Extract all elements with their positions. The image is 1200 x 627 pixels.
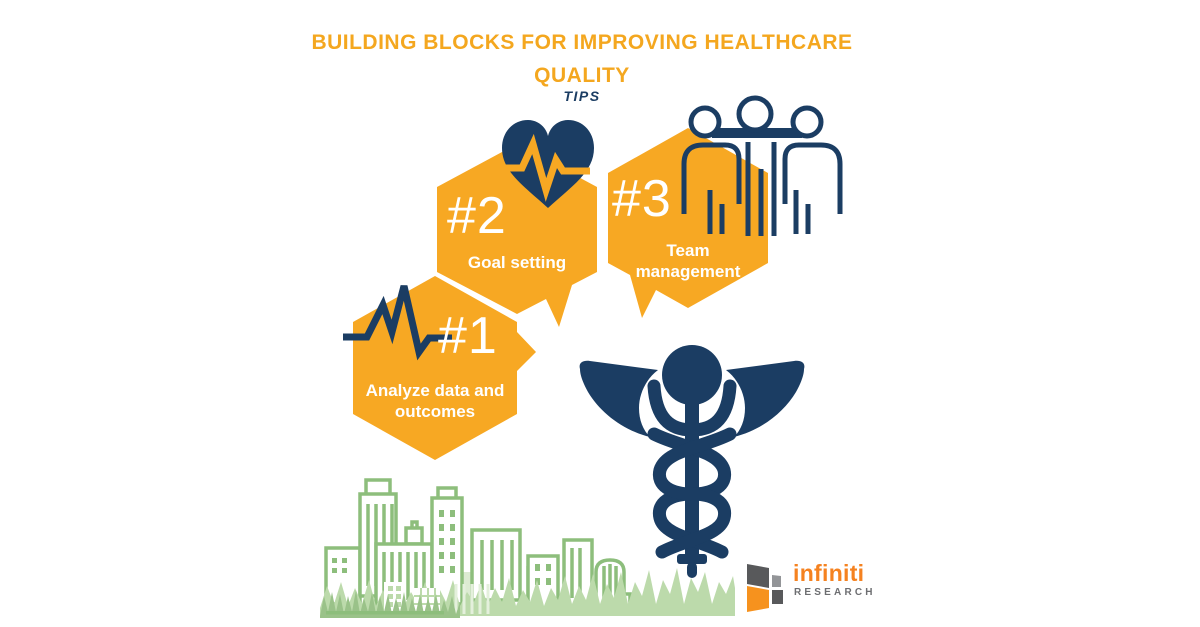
ecg-line-icon <box>343 285 452 361</box>
page-subtitle: TIPS <box>563 88 601 104</box>
tip-3-number: #3 <box>612 170 672 228</box>
tip-1-number: #1 <box>438 307 498 365</box>
page-title: BUILDING BLOCKS FOR IMPROVING HEALTHCARE… <box>311 31 853 87</box>
tip-3-label: Team management <box>635 241 741 281</box>
brand-tagline: RESEARCH <box>794 587 876 598</box>
heart-pulse-icon <box>502 120 594 208</box>
tip-1-label: Analyze data and outcomes <box>365 381 505 421</box>
team-icon <box>681 95 843 236</box>
infiniti-logo-mark <box>747 564 783 612</box>
city-skyline <box>320 478 735 618</box>
building-windows <box>332 510 551 585</box>
hexagon-tip-1 <box>353 276 536 460</box>
tip-2-number: #2 <box>447 187 507 245</box>
infiniti-logo: infiniti RESEARCH <box>745 558 895 616</box>
brand-name: infiniti <box>793 560 865 586</box>
caduceus-icon <box>579 345 805 578</box>
tip-2-label: Goal setting <box>467 253 567 272</box>
grass-baseline <box>326 611 444 615</box>
hexagon-tip-3 <box>608 128 768 318</box>
